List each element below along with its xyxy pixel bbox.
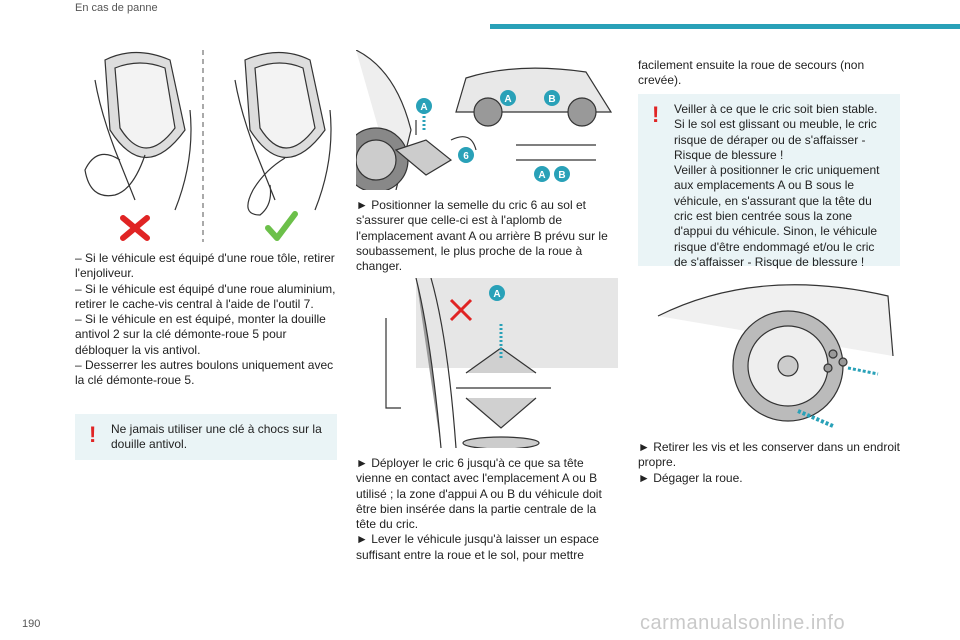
step-position-jack: ► Positionner la semelle du cric 6 au so… [356, 198, 608, 274]
continued-text: facilement ensuite la roue de secours (n… [638, 58, 865, 88]
warning-icon: ! [89, 422, 97, 447]
watermark: carmanualsonline.info [640, 612, 846, 634]
column-3-steps: ► Retirer les vis et les conserver dans … [638, 440, 900, 486]
warning-text: Ne jamais utiliser une clé à chocs sur l… [111, 422, 322, 452]
column-3-cont: facilement ensuite la roue de secours (n… [638, 58, 900, 89]
step-remove-screws: ► Retirer les vis et les conserver dans … [638, 440, 900, 470]
badge-6: 6 [463, 151, 469, 162]
column-2-step-1: ► Positionner la semelle du cric 6 au so… [356, 198, 618, 274]
warning-icon: ! [652, 102, 660, 127]
cross-icon [449, 298, 473, 322]
illustration-wheel-trims [75, 50, 337, 242]
badge-b-sill: B [558, 170, 565, 181]
illustration-jack-lifting: A [356, 278, 618, 448]
cross-icon [120, 215, 150, 241]
warning-box-jack-stability: ! Veiller à ce que le cric soit bien sta… [638, 94, 900, 269]
section-title: En cas de panne [75, 2, 158, 14]
badge-a-sill: A [538, 170, 545, 181]
illustration-jack-positions: A 6 A B A B [356, 50, 618, 190]
warning-text-2: Veiller à positionner le cric uniquement… [674, 163, 880, 269]
header-accent-bar [490, 24, 960, 29]
badge-a-jack: A [420, 102, 427, 113]
illustration-remove-wheel [638, 276, 900, 432]
warning-box-antivol: ! Ne jamais utiliser une clé à chocs sur… [75, 414, 337, 460]
bullet-2: – Si le véhicule est équipé d'une roue a… [75, 281, 336, 311]
check-icon [265, 211, 298, 241]
bullet-3: – Si le véhicule en est équipé, monter l… [75, 312, 326, 357]
step-lift-vehicle: ► Lever le véhicule jusqu'à laisser un e… [356, 532, 599, 562]
step-deploy-jack: ► Déployer le cric 6 jusqu'à ce que sa t… [356, 456, 602, 532]
warning-text-1: Veiller à ce que le cric soit bien stabl… [674, 102, 878, 162]
bullet-4: – Desserrer les autres boulons uniquemen… [75, 358, 334, 388]
bullet-1: – Si le véhicule est équipé d'une roue t… [75, 251, 335, 281]
step-remove-wheel: ► Dégager la roue. [638, 470, 743, 485]
badge-b-car: B [548, 94, 555, 105]
page-number: 190 [22, 618, 41, 630]
badge-a-car: A [504, 94, 511, 105]
column-1-text: – Si le véhicule est équipé d'une roue t… [75, 251, 337, 389]
column-2-steps-2-3: ► Déployer le cric 6 jusqu'à ce que sa t… [356, 456, 618, 563]
badge-a-lift: A [493, 289, 500, 300]
